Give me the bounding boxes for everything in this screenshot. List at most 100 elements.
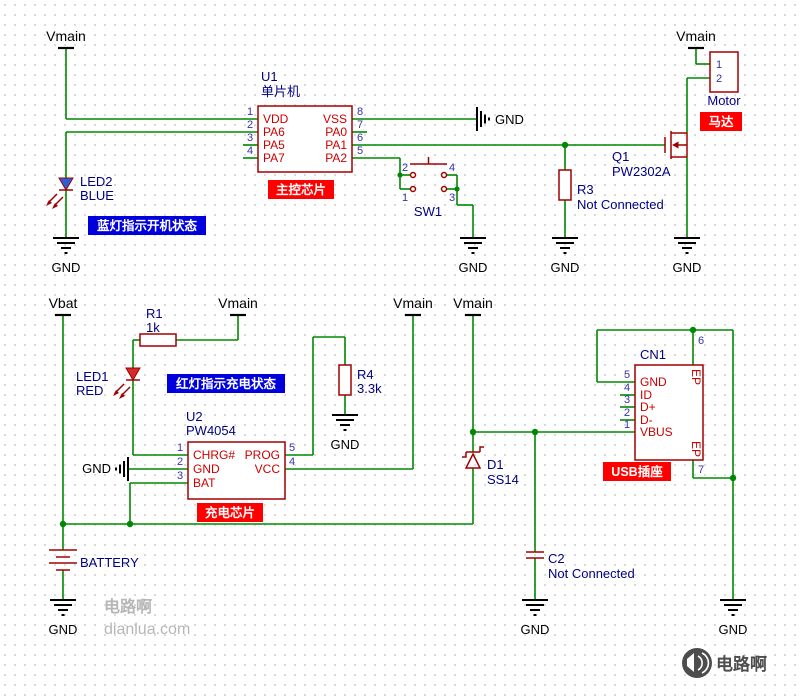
sw1-pin-num: 4	[449, 162, 455, 174]
cn1-pin-name: ID	[640, 388, 652, 402]
u2-pin-name: VCC	[255, 462, 281, 476]
u2-charger-symbol: U2 PW4054 1 2 3 5 4 CHRG# GND BAT PROG V…	[177, 409, 295, 500]
gnd-label: GND	[52, 260, 81, 275]
u2-value: PW4054	[186, 423, 236, 438]
motor-pin-num: 1	[716, 59, 722, 71]
u2-refdes: U2	[186, 409, 203, 424]
u1-pin-name: VSS	[323, 112, 347, 126]
d1-value: SS14	[487, 472, 519, 487]
cn1-pin-name: VBUS	[640, 425, 673, 439]
charger-tag-label: 充电芯片	[205, 505, 255, 520]
u1-pin-num: 7	[357, 119, 363, 131]
motor-tag: 马达	[700, 112, 742, 131]
megaphone-icon	[682, 648, 712, 678]
usb-tag: USB插座	[603, 462, 671, 481]
led2-value: BLUE	[80, 188, 114, 203]
power-port-vmain-top-left: Vmain	[46, 28, 86, 50]
cn1-pin-num: 2	[624, 407, 630, 419]
sw1-pin-num: 3	[449, 192, 455, 204]
charge-led-note: 红灯指示充电状态	[167, 374, 285, 393]
c2-symbol: C2 Not Connected	[526, 551, 635, 581]
u1-pin-num: 4	[247, 145, 253, 157]
gnd-r3: GND	[551, 237, 580, 275]
gnd-vss-side: GND	[476, 107, 524, 131]
site-logo: 电路啊	[682, 648, 767, 678]
u2-pin-name: GND	[193, 462, 220, 476]
motor-tag-label: 马达	[708, 114, 734, 129]
mcu-tag-label: 主控芯片	[276, 182, 326, 197]
c2-value: Not Connected	[548, 566, 635, 581]
cn1-pin-num: 3	[624, 394, 630, 406]
cn1-pin-name: GND	[640, 375, 667, 389]
u1-pin-name: PA2	[325, 151, 347, 165]
power-port-vbat: Vbat	[49, 295, 78, 317]
wires	[62, 48, 734, 600]
power-led-note: 蓝灯指示开机状态	[88, 216, 206, 235]
watermark-url: dianlua.com	[104, 621, 190, 638]
motor-connector-symbol: 1 2 Motor	[707, 51, 741, 108]
power-port-vmain-right: Vmain	[453, 295, 493, 317]
d1-diode-symbol: D1 SS14	[462, 446, 519, 487]
cn1-pin-num: 4	[624, 382, 630, 394]
u1-pin-num: 2	[247, 119, 253, 131]
r3-symbol: R3 Not Connected	[558, 169, 664, 212]
gnd-u2-side: GND	[82, 457, 129, 481]
cn1-pin-name: D-	[640, 413, 653, 427]
u1-pin-num: 3	[247, 132, 253, 144]
junction-dots	[59, 141, 737, 528]
u1-refdes: U1	[261, 69, 278, 84]
led2-refdes: LED2	[80, 174, 113, 189]
u2-pin-name: BAT	[193, 476, 216, 490]
r1-symbol: R1 1k	[139, 306, 177, 347]
cn1-pin-num: 7	[698, 464, 704, 476]
gnd-label: GND	[719, 622, 748, 637]
q1-refdes: Q1	[612, 149, 629, 164]
gnd-r4: GND	[331, 414, 359, 452]
led1-symbol: LED1 RED	[76, 367, 141, 399]
r4-symbol: R4 3.3k	[338, 364, 382, 396]
u2-pin-name: CHRG#	[193, 448, 235, 462]
power-port-vmain-top-right: Vmain	[676, 28, 716, 50]
u2-pin-name: PROG	[245, 448, 280, 462]
u1-pin-name: PA1	[325, 138, 347, 152]
gnd-label: GND	[551, 260, 580, 275]
u1-pin-name: PA7	[263, 151, 285, 165]
cn1-pin-name: EP	[689, 441, 703, 457]
u2-pin-num: 2	[177, 456, 183, 468]
q1-mosfet-symbol: Q1 PW2302A	[612, 131, 688, 179]
cn1-pin-num: 6	[698, 335, 704, 347]
r3-value: Not Connected	[577, 197, 664, 212]
u1-pin-num: 6	[357, 132, 363, 144]
cn1-pin-num: 5	[624, 369, 630, 381]
cn1-pin-num: 1	[624, 419, 630, 431]
gnd-label: GND	[495, 112, 524, 127]
gnd-led2: GND	[52, 237, 81, 275]
gnd-q1: GND	[673, 237, 702, 275]
led2-symbol: LED2 BLUE	[46, 174, 114, 209]
gnd-label: GND	[673, 260, 702, 275]
sw1-pin-num: 1	[402, 192, 408, 204]
gnd-battery: GND	[49, 599, 77, 637]
cn1-pin-name: D+	[640, 400, 656, 414]
power-port-vmain-r1: Vmain	[218, 295, 258, 317]
u2-pin-num: 3	[177, 470, 183, 482]
q1-value: PW2302A	[612, 164, 671, 179]
u1-pin-num: 8	[357, 106, 363, 118]
charger-tag: 充电芯片	[197, 503, 263, 522]
c2-refdes: C2	[548, 551, 565, 566]
motor-pin-num: 2	[716, 73, 722, 85]
u1-pin-num: 5	[357, 145, 363, 157]
u1-value: 单片机	[261, 84, 300, 99]
gnd-sw1: GND	[459, 237, 488, 275]
gnd-label: GND	[459, 260, 488, 275]
site-logo-text: 电路啊	[716, 654, 767, 674]
r4-refdes: R4	[357, 367, 374, 382]
led1-refdes: LED1	[76, 369, 109, 384]
battery-symbol: BATTERY	[49, 549, 139, 571]
net-label-vmain: Vmain	[393, 295, 433, 311]
u2-pin-num: 4	[289, 456, 295, 468]
u1-pin-name: PA6	[263, 125, 285, 139]
r1-value: 1k	[146, 320, 160, 335]
u1-pin-num: 1	[247, 106, 253, 118]
net-label-vmain: Vmain	[46, 28, 86, 44]
